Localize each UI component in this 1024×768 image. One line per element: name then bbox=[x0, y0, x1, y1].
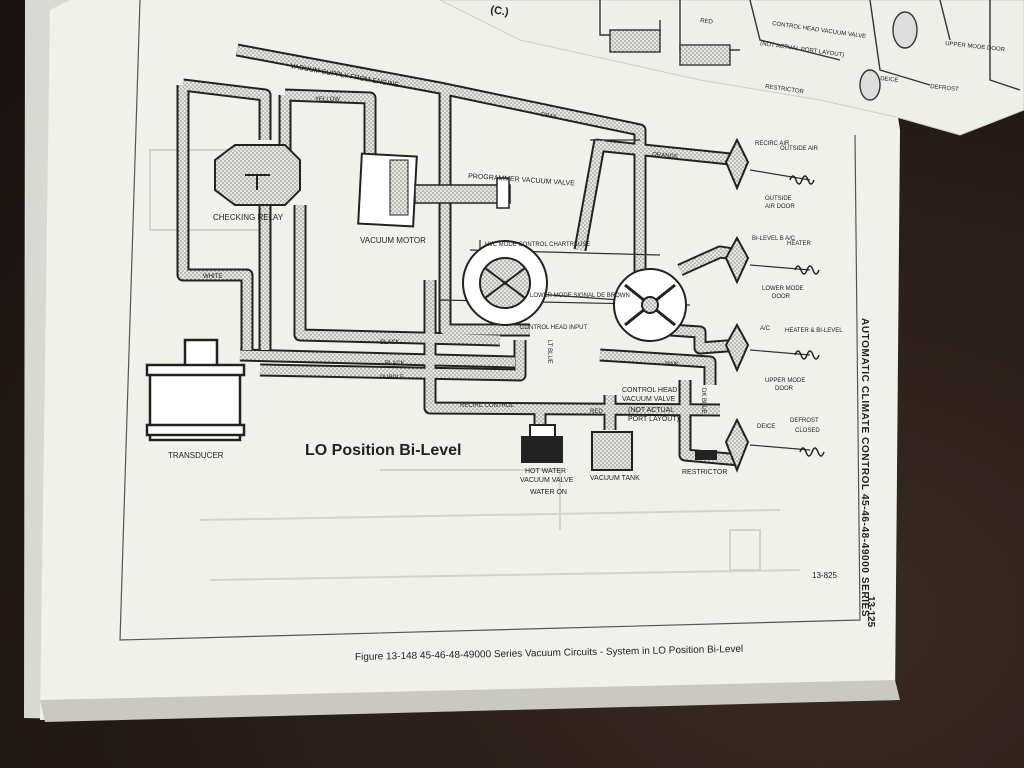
hose-hi-mode-label: HI/C MODE CONTROL CHARTREUSE bbox=[485, 242, 590, 248]
restrictor bbox=[695, 450, 717, 460]
checking-relay bbox=[214, 144, 301, 206]
programmer-valve bbox=[462, 240, 548, 326]
vacuum-hoses bbox=[176, 43, 741, 467]
hose-pink-label: PINK bbox=[665, 362, 679, 368]
defrost-label: DEFROST bbox=[790, 418, 819, 424]
overlap-label-g: RESTRICTOR bbox=[765, 84, 805, 95]
hot-water-label-1: HOT WATER bbox=[525, 468, 566, 475]
heater-bi-level-label: HEATER & BI-LEVEL bbox=[785, 328, 843, 334]
overlap-label-a: (C.) bbox=[490, 4, 510, 18]
recirc-air-label: RECIRC AIR bbox=[755, 141, 790, 147]
hose-recirc-label: RECIRC CONTROL bbox=[460, 403, 515, 409]
overlap-label-h: RED bbox=[700, 18, 714, 26]
hose-purple-label: PURPLE bbox=[380, 375, 404, 381]
transducer-label: TRANSDUCER bbox=[168, 451, 224, 460]
control-head-valve bbox=[613, 268, 687, 342]
outside-air-label: OUTSIDE AIR bbox=[780, 146, 819, 152]
upper-mode-door-label-1: UPPER MODE bbox=[765, 378, 805, 384]
closed-label: CLOSED bbox=[795, 428, 820, 434]
hose-dark-blue-label: DK BLUE bbox=[700, 388, 706, 414]
hose-lower-mode-label: LOWER MODE SIGNAL DE BROWN bbox=[530, 293, 630, 299]
control-head-valve-label-2: VACUUM VALVE bbox=[622, 396, 676, 403]
figure-frame bbox=[119, 0, 861, 641]
hose-gray-label: GRAY bbox=[540, 112, 557, 121]
hose-yellow-label: YELLOW bbox=[315, 97, 340, 103]
side-header: AUTOMATIC CLIMATE CONTROL 45-46-48-49000… bbox=[859, 318, 870, 617]
checking-relay-label: CHECKING RELAY bbox=[213, 213, 284, 222]
hot-water-valve bbox=[521, 424, 563, 463]
not-actual-label-2: PORT LAYOUT) bbox=[628, 416, 679, 423]
deice-label: DEICE bbox=[757, 424, 775, 430]
heater-label: HEATER bbox=[787, 241, 812, 247]
bi-level-ac-label: BI-LEVEL B A/C bbox=[752, 236, 796, 242]
upper-mode-door-label-2: DOOR bbox=[775, 386, 794, 392]
page-shadow bbox=[40, 680, 900, 722]
not-actual-label-1: (NOT ACTUAL bbox=[628, 407, 674, 414]
lower-mode-door-label-1: LOWER MODE bbox=[762, 286, 804, 292]
lower-mode-door-label-2: DOOR bbox=[772, 294, 791, 300]
bleed-through-lines bbox=[149, 149, 801, 581]
door-actuators bbox=[724, 137, 750, 473]
hot-water-label-2: VACUUM VALVE bbox=[520, 477, 574, 484]
hose-light-blue-label: LT BLUE bbox=[546, 340, 552, 364]
vacuum-motor bbox=[357, 152, 511, 228]
control-head-valve-label-1: CONTROL HEAD bbox=[622, 387, 677, 394]
outside-air-door-label-1: OUTSIDE bbox=[765, 196, 792, 202]
overlap-label-f: DEFROST bbox=[930, 84, 959, 93]
transducer bbox=[145, 338, 246, 442]
diagram-main-label: LO Position Bi-Level bbox=[305, 442, 461, 459]
hose-control-head-input-label: CONTROL HEAD INPUT bbox=[520, 325, 587, 331]
hose-orange-label: ORANGE bbox=[652, 152, 678, 160]
overlapping-page-diagram bbox=[599, 0, 1021, 101]
hose-black-2-label: BLACK bbox=[385, 361, 405, 367]
outside-air-door-label-2: AIR DOOR bbox=[765, 204, 795, 210]
hose-red-label: RED bbox=[590, 409, 603, 415]
page-number: 13-125 bbox=[865, 596, 876, 628]
overlap-label-e: DEICE bbox=[880, 76, 899, 84]
ac-label: A/C bbox=[760, 326, 771, 332]
door-springs bbox=[789, 175, 825, 457]
overlapping-page bbox=[439, 0, 1024, 136]
vacuum-motor-label: VACUUM MOTOR bbox=[360, 236, 426, 245]
restrictor-label: RESTRICTOR bbox=[682, 469, 727, 476]
vacuum-tank bbox=[591, 431, 633, 471]
water-on-label: WATER ON bbox=[530, 489, 567, 496]
hose-black-1-label: BLACK bbox=[380, 340, 400, 346]
figure-number: 13-825 bbox=[812, 571, 837, 580]
hose-white-label: WHITE bbox=[203, 274, 222, 280]
vacuum-tank-label: VACUUM TANK bbox=[590, 475, 640, 482]
